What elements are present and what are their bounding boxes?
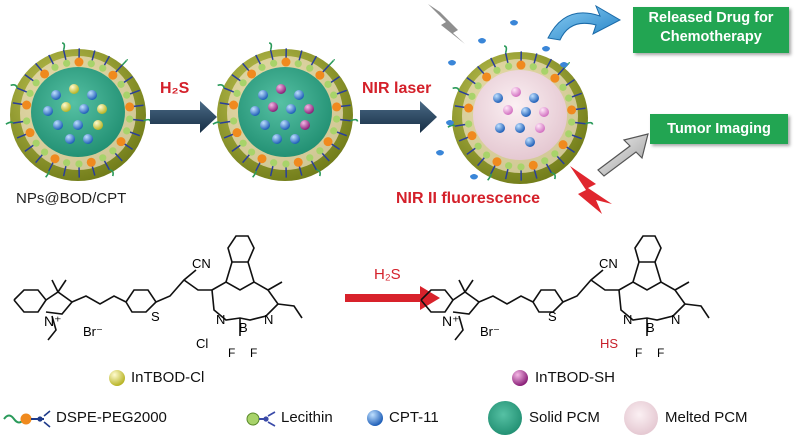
left-f2: F (250, 346, 258, 360)
laser-bolt-icon (428, 4, 465, 44)
left-bromide: Br⁻ (83, 324, 103, 339)
right-molecule-name: InTBOD-SH (535, 369, 616, 386)
legend-lecithin-label: Lecithin (281, 409, 333, 426)
reaction-arrow-label: H₂S (374, 266, 401, 283)
legend-cpt11-label: CPT-11 (389, 409, 439, 426)
left-molecule-name: InTBOD-Cl (131, 369, 205, 386)
right-sulfur: S (548, 309, 557, 324)
legend-cpt11-icon (367, 410, 383, 426)
reaction-arrow (345, 286, 440, 310)
legend-melted-pcm-label: Melted PCM (665, 409, 748, 426)
yellow-dye-bead (109, 370, 125, 386)
right-f1: F (635, 346, 643, 360)
np-label: NPs@BOD/CPT (16, 190, 127, 207)
right-thiol: HS (600, 336, 619, 351)
right-boron: B (646, 320, 655, 335)
released-drug-box: Released Drug for Chemotherapy (633, 7, 789, 53)
legend-dspe-peg-icon (3, 410, 51, 428)
arrow-nir-laser (360, 101, 437, 133)
legend-solid-pcm-label: Solid PCM (529, 409, 600, 426)
legend-lecithin-icon (246, 411, 276, 427)
left-cn: CN (192, 256, 211, 271)
molecule-intbod-cl (13, 235, 303, 341)
left-chloro: Cl (196, 336, 209, 351)
purple-dye-bead (512, 370, 528, 386)
right-n-plus: N⁺ (442, 313, 460, 329)
tumor-imaging-box: Tumor Imaging (650, 114, 788, 144)
release-arrow-icon (547, 4, 622, 41)
released-drug-droplets (436, 20, 568, 180)
right-bromide: Br⁻ (480, 324, 500, 339)
right-n1: N (623, 312, 633, 327)
step-nir-laser-label: NIR laser (362, 80, 432, 97)
legend-solid-pcm-icon (488, 401, 522, 435)
fluorescence-bolt-icon (570, 166, 612, 214)
legend-dspe-peg-label: DSPE-PEG2000 (56, 409, 167, 426)
nanoparticle-1 (10, 49, 146, 181)
left-sulfur: S (151, 309, 160, 324)
left-n1: N (216, 312, 226, 327)
right-cn: CN (599, 256, 618, 271)
left-n2: N (264, 312, 274, 327)
right-n2: N (671, 312, 681, 327)
left-boron: B (239, 320, 248, 335)
arrow-h2s (150, 101, 217, 133)
nanoparticle-3-melted (452, 52, 588, 184)
molecule-intbod-sh (420, 235, 710, 341)
left-f1: F (228, 346, 236, 360)
nir-ii-fluorescence-label: NIR II fluorescence (396, 190, 541, 207)
imaging-arrow-icon (597, 133, 649, 177)
left-n-plus: N⁺ (44, 313, 62, 329)
legend-melted-pcm-icon (624, 401, 658, 435)
step-h2s-label: H₂S (160, 80, 190, 97)
right-f2: F (657, 346, 665, 360)
